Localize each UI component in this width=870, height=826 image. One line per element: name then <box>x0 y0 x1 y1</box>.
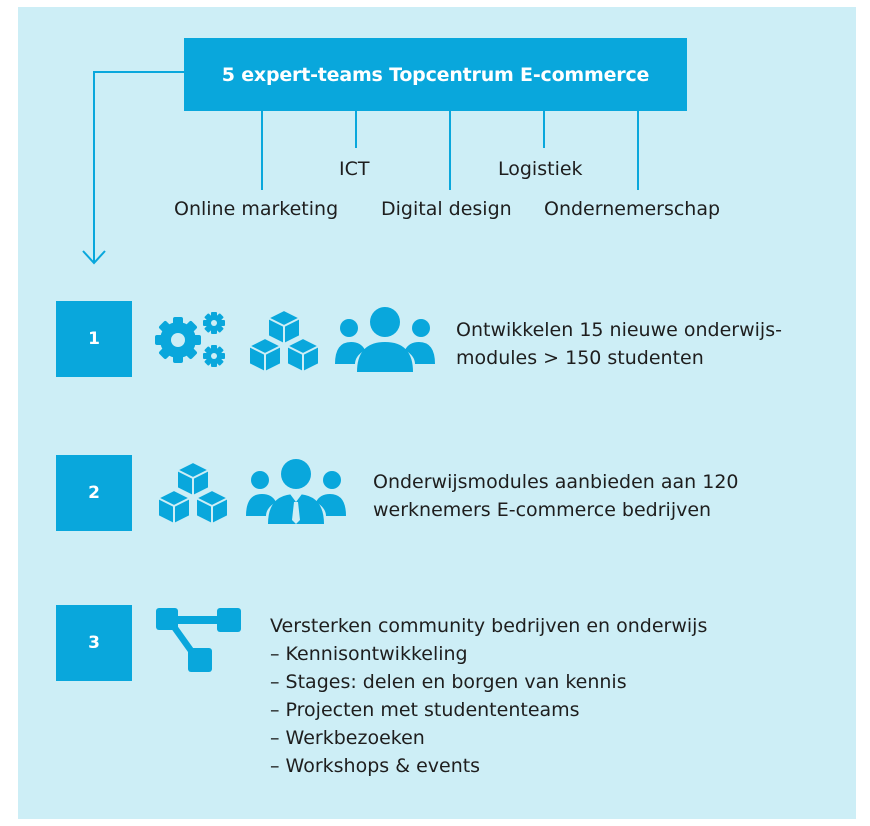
row-text-line: – Projecten met studententeams <box>270 699 580 721</box>
network-icon <box>156 608 241 672</box>
header-title: 5 expert-teams Topcentrum E-commerce <box>221 63 650 86</box>
cubes-icon <box>157 461 229 525</box>
step-number: 1 <box>88 329 100 349</box>
step-number: 3 <box>88 633 100 653</box>
row-text-line: – Stages: delen en borgen van kennis <box>270 671 627 693</box>
business-group-icon <box>246 459 346 524</box>
diagram-panel <box>18 7 856 819</box>
cubes-icon <box>248 309 320 373</box>
header-box: 5 expert-teams Topcentrum E-commerce <box>184 38 687 111</box>
row-text-line: modules > 150 studenten <box>456 347 704 369</box>
row-text-line: – Kennisontwikkeling <box>270 643 468 665</box>
team-logistiek: Logistiek <box>498 158 583 180</box>
step-number-box-2: 2 <box>56 455 132 531</box>
row-text-line: werknemers E-commerce bedrijven <box>373 499 712 521</box>
team-ict: ICT <box>339 158 370 180</box>
row-1-text: Ontwikkelen 15 nieuwe onderwijs- modules… <box>456 316 782 372</box>
row-text-line: Versterken community bedrijven en onderw… <box>270 615 708 637</box>
row-text-line: – Werkbezoeken <box>270 727 425 749</box>
team-digital-design: Digital design <box>381 198 512 220</box>
step-number-box-3: 3 <box>56 605 132 681</box>
row-text-line: Onderwijsmodules aanbieden aan 120 <box>373 471 739 493</box>
row-text-line: Ontwikkelen 15 nieuwe onderwijs- <box>456 319 782 341</box>
step-number: 2 <box>88 483 100 503</box>
gears-icon <box>155 312 225 367</box>
team-ondernemerschap: Ondernemerschap <box>544 198 721 220</box>
row-2-text: Onderwijsmodules aanbieden aan 120 werkn… <box>373 468 739 524</box>
row-3-text: Versterken community bedrijven en onderw… <box>270 612 707 780</box>
step-number-box-1: 1 <box>56 301 132 377</box>
team-online-marketing: Online marketing <box>174 198 339 220</box>
row-text-line: – Workshops & events <box>270 755 481 777</box>
group-icon <box>335 307 435 372</box>
